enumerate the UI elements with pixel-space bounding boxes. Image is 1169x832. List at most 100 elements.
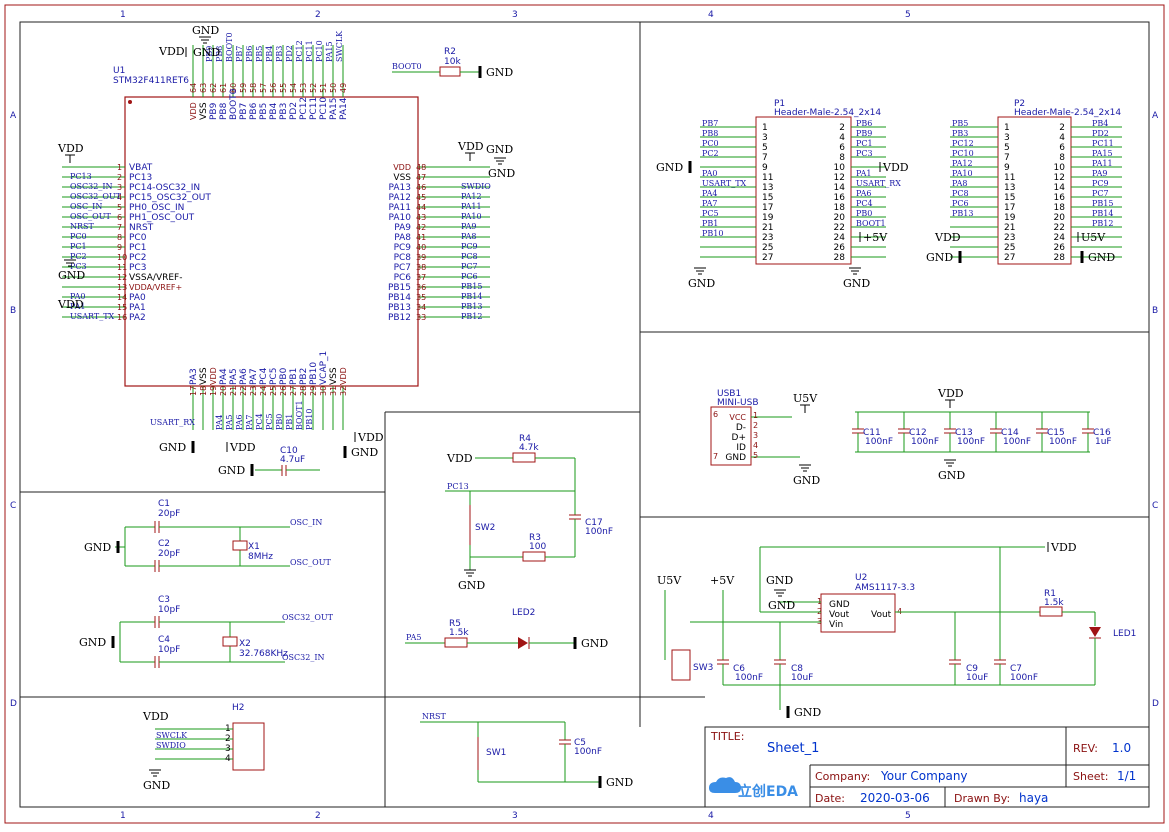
u1-right-pin-num: 40 <box>416 243 426 252</box>
u1-left-net-label: OSC32_OUT <box>70 192 122 201</box>
decap-value: 100nF <box>1049 437 1077 447</box>
osc32-in-label: OSC32_IN <box>282 653 325 662</box>
u1-right-pin-num: 48 <box>416 163 426 172</box>
u1-right-net-label: PC6 <box>461 272 478 281</box>
gnd-label: GND <box>656 161 683 174</box>
u1-top-net-label: SWCLK <box>335 30 344 62</box>
u1-bottom-net-label: PA4 <box>215 414 224 430</box>
x1-ref: X1 <box>248 542 260 552</box>
p1-right-net: PB0 <box>856 209 872 218</box>
u1-bottom-pin-num: 30 <box>319 386 328 396</box>
key-vdd-label: VDD <box>446 452 473 465</box>
ldo-section: GND Vout Vin Vout 1 2 3 4 U2 AMS1117-3.3 <box>664 546 1136 710</box>
gnd-label-top: GND <box>192 24 219 37</box>
gnd-label: GND <box>84 541 111 554</box>
p1-odd-num: 13 <box>762 183 773 193</box>
c10-ref: C10 <box>280 446 298 456</box>
decap-ref: C13 <box>955 428 973 438</box>
power-label: VDD <box>937 387 964 400</box>
u1-bottom-net-label: BOOT1 <box>295 400 304 430</box>
p2-even-num: 26 <box>1054 243 1066 253</box>
power-label: VDD <box>882 161 909 174</box>
p1-right-net: USART_RX <box>856 179 901 188</box>
u1-right-net-label: PA9 <box>461 222 477 231</box>
u1-right-pin-num: 34 <box>416 303 426 312</box>
u1-top-pin-name: PD2 <box>289 102 299 120</box>
p2-ref: P2 <box>1014 99 1025 109</box>
u1-left-pin-name: VDDA/VREF+ <box>129 283 182 292</box>
decoupling-caps: C11100nFC12100nFC13100nFC14100nFC15100nF… <box>852 412 1112 452</box>
u1-top-net-label: PB7 <box>235 46 244 62</box>
decap-ref: C12 <box>909 428 927 438</box>
u2-pin-vout-4: Vout <box>871 610 892 620</box>
vdd-label-left: VDD <box>57 298 84 311</box>
led1-ref: LED1 <box>1113 629 1136 639</box>
p1-left-net: PA7 <box>702 199 718 208</box>
gnd-label: GND <box>58 269 85 282</box>
key-section: R4 4.7k R3 100 C17 100nF SW2 PC13 <box>445 434 613 570</box>
u1-left-net-label: OSC_OUT <box>70 212 111 221</box>
u1-top-pin-num: 54 <box>289 83 298 93</box>
u1-top-pin-name: PC11 <box>309 97 319 120</box>
swd-header-h2[interactable]: H2 <box>232 703 265 771</box>
lceda-logo: 立创EDA <box>709 777 798 800</box>
gnd-label: GND <box>1088 251 1115 264</box>
gnd-label: GND <box>79 636 106 649</box>
u1-bottom-pin-name: PB0 <box>279 367 289 385</box>
gnd-label: GND <box>768 599 795 612</box>
c10-capacitor[interactable]: C10 4.7uF <box>255 446 320 476</box>
r2-boot-resistor[interactable]: R2 10k BOOT0 <box>392 47 480 77</box>
p1-even-num: 16 <box>834 193 846 203</box>
u1-left-pin-num: 16 <box>117 313 127 322</box>
u1-left-net-label: NRST <box>70 222 95 231</box>
u1-left-pin-num: 9 <box>117 243 122 252</box>
p1-even-num: 4 <box>839 133 845 143</box>
p1-left-net: PB7 <box>702 119 718 128</box>
u1-right-pin-name: PA12 <box>389 193 411 203</box>
u1-right-net-label: PB12 <box>461 312 482 321</box>
u1-right-net-label: PA10 <box>461 212 482 221</box>
title-label: TITLE: <box>710 730 744 743</box>
u1-top-pin-name: PB6 <box>249 102 259 120</box>
c1-value: 20pF <box>158 509 180 519</box>
p2-even-num: 28 <box>1054 253 1066 263</box>
p1-left-net: PC2 <box>702 149 719 158</box>
u1-left-net-label: PA0 <box>70 292 86 301</box>
u2-ref: U2 <box>855 573 867 583</box>
u1-right-net-label: PB15 <box>461 282 482 291</box>
u1-left-pin-name: PA2 <box>129 313 146 323</box>
usb-pin-num: 3 <box>753 431 758 440</box>
grid-col-bottom-4: 4 <box>708 811 714 821</box>
led2-section: R5 1.5k LED2 PA5 <box>405 608 575 649</box>
r1-value: 1.5k <box>1044 598 1064 608</box>
p1-left-net: PA4 <box>702 189 718 198</box>
title-block-text: TITLE: Sheet_1 REV: 1.0 Company: Your Co… <box>709 730 1136 805</box>
osc-in-label: OSC_IN <box>290 518 322 527</box>
u1-top-net-label: PC12 <box>295 40 304 62</box>
p2-even-num: 18 <box>1054 203 1066 213</box>
u1-bottom-pin-name: PA4 <box>219 368 229 385</box>
power-label: VDD <box>357 431 384 444</box>
grid-row-right-D: D <box>1152 699 1159 709</box>
u1-bottom-pin-num: 28 <box>299 386 308 396</box>
u1-right-pin-num: 47 <box>416 173 426 182</box>
u1-pins: 64VDD63VSS62PB9PB961PB8PB860BOOT0BOOT059… <box>62 30 491 430</box>
u1-top-pin-num: 53 <box>299 83 308 93</box>
u1-ref: U1 <box>113 66 125 76</box>
usb-value: MINI-USB <box>717 398 759 408</box>
p1-even-num: 26 <box>834 243 846 253</box>
u1-right-pin-name: PC7 <box>394 263 411 273</box>
u1-top-pin-num: 50 <box>329 83 338 93</box>
pa5-label: PA5 <box>406 633 422 642</box>
u1-left-pin-name: PC2 <box>129 253 146 263</box>
mcu-u1[interactable]: U1 STM32F411RET6 <box>113 66 419 387</box>
p2-right-net: PC7 <box>1092 189 1109 198</box>
u1-bottom-pin-num: 21 <box>229 386 238 396</box>
u1-top-pin-num: 55 <box>279 83 288 93</box>
p1-even-num: 14 <box>834 183 846 193</box>
usb-connector[interactable]: USB1 MINI-USB <box>710 389 800 466</box>
u1-top-pin-num: 52 <box>309 83 318 93</box>
